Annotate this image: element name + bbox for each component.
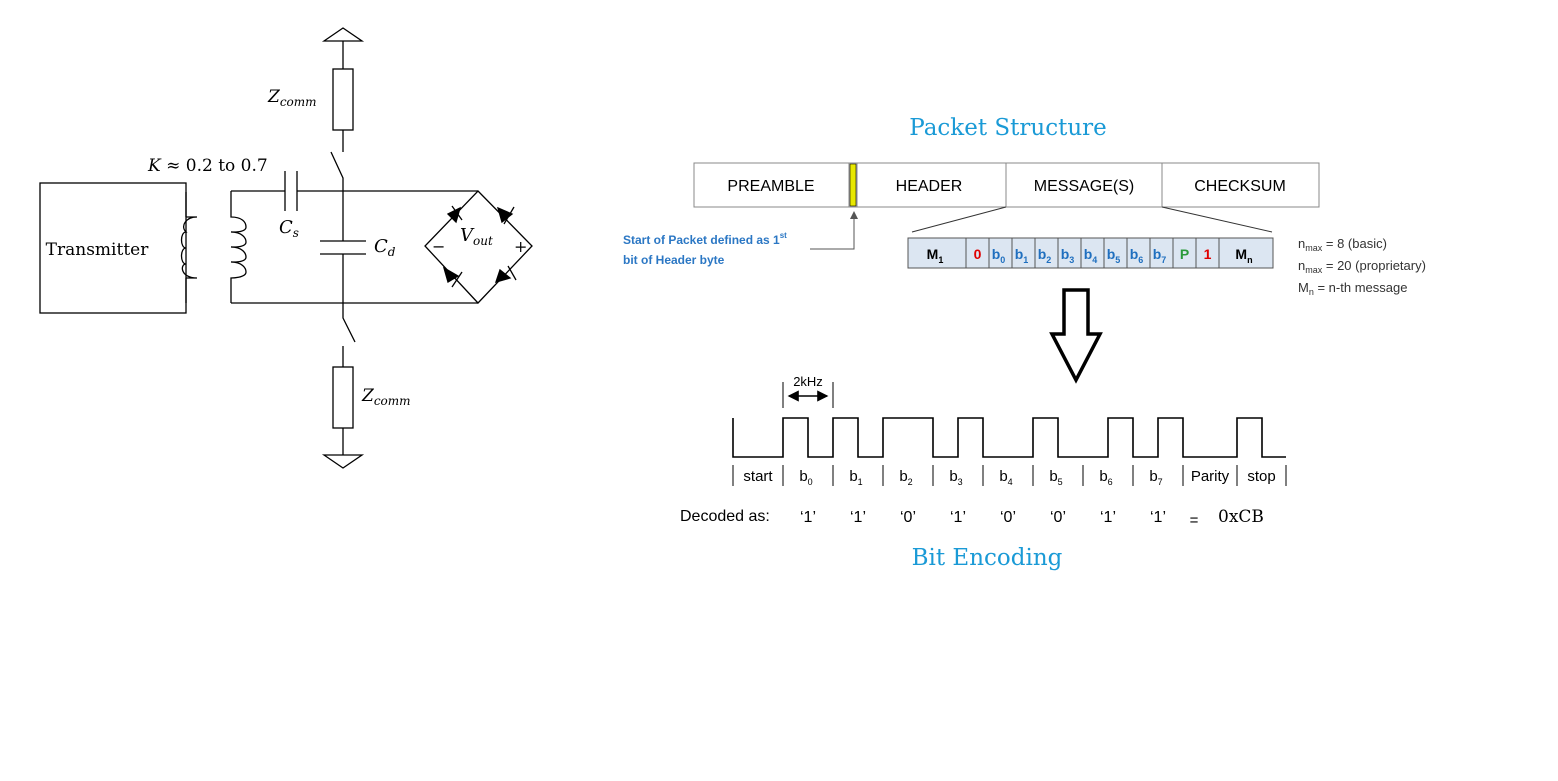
bit-label: b6 <box>1099 468 1112 487</box>
diode <box>442 266 463 288</box>
decoded-bit: ‘1’ <box>1100 509 1116 526</box>
decoded-row: ‘1’ ‘1’ ‘0’ ‘1’ ‘0’ ‘0’ ‘1’ ‘1’ <box>800 509 1166 526</box>
packet-note: nmax = 20 (proprietary) <box>1298 258 1426 275</box>
message-cell <box>907 237 967 269</box>
decoded-bit: ‘0’ <box>900 509 916 526</box>
secondary-coil <box>230 191 247 303</box>
cd-label: Cd <box>374 236 396 259</box>
coupling-label: K ≈ 0.2 to 0.7 <box>147 156 268 176</box>
bit-label: b2 <box>899 468 912 487</box>
bit-label: start <box>743 468 773 485</box>
freq-label: 2kHz <box>793 374 823 389</box>
message-cell-label: b0 <box>992 246 1006 265</box>
plus-label: + <box>514 237 527 256</box>
start-pointer <box>810 211 858 250</box>
zcomm-label-top: Zcomm <box>267 87 317 109</box>
field-messages: MESSAGE(S) <box>1034 178 1134 195</box>
bit-waveform <box>732 417 1286 458</box>
vout-label: Vout <box>460 225 493 248</box>
decoded-bit: ‘0’ <box>1050 509 1066 526</box>
ground-bottom <box>321 454 365 469</box>
circuit <box>39 27 533 469</box>
minus-label: − <box>432 237 445 256</box>
decoded-bit: ‘1’ <box>850 509 866 526</box>
resistor-zcomm-bottom <box>332 366 354 429</box>
message-cell-label: M1 <box>927 246 944 265</box>
switch-top <box>330 151 344 191</box>
message-cell-label: b1 <box>1015 246 1029 265</box>
packet-notes: nmax = 8 (basic) nmax = 20 (proprietary) M… <box>1298 236 1426 297</box>
message-cell-label: b7 <box>1153 246 1167 265</box>
down-arrow-icon <box>1049 288 1103 384</box>
message-cell-label: Mn <box>1235 246 1252 265</box>
message-cell-label: 1 <box>1204 246 1212 262</box>
decoded-bit: ‘1’ <box>1150 509 1166 526</box>
packet-title: Packet Structure <box>909 115 1107 141</box>
bit-label: stop <box>1247 468 1275 485</box>
bit-label: b0 <box>799 468 812 487</box>
ground-top <box>321 27 365 42</box>
zcomm-label-bottom: Zcomm <box>361 386 411 408</box>
message-cell-label: b2 <box>1038 246 1052 265</box>
message-cell-label: b6 <box>1130 246 1144 265</box>
bit-labels: start b0 b1 b2 b3 b4 b5 b6 b7 Parity stop <box>732 465 1287 487</box>
encoding-title: Bit Encoding <box>912 545 1063 571</box>
diode <box>494 265 517 283</box>
message-cell-label: b5 <box>1107 246 1121 265</box>
decoded-bit: ‘1’ <box>800 509 816 526</box>
decoded-bit: ‘0’ <box>1000 509 1016 526</box>
bit-label: b5 <box>1049 468 1062 487</box>
message-cell-label: b3 <box>1061 246 1075 265</box>
equals-sign: = <box>1190 512 1199 529</box>
start-note-line1: Start of Packet defined as 1st <box>623 231 787 247</box>
packet-bar <box>693 162 1320 208</box>
resistor-zcomm-top <box>332 68 354 131</box>
field-preamble: PREAMBLE <box>727 178 814 195</box>
expansion-line <box>911 206 1273 233</box>
primary-coil <box>180 216 198 279</box>
rectifier-bridge <box>424 190 533 304</box>
message-cell-label: P <box>1180 246 1189 262</box>
bit-label: Parity <box>1191 468 1230 485</box>
packet-note: Mn = n-th message <box>1298 280 1407 297</box>
field-header: HEADER <box>896 178 963 195</box>
packet-note: nmax = 8 (basic) <box>1298 236 1387 253</box>
diode <box>446 205 463 224</box>
message-cell-label: 0 <box>974 246 982 262</box>
message-cell <box>1218 237 1274 269</box>
bit-label: b1 <box>849 468 862 487</box>
decoded-result: 0xCB <box>1218 507 1264 527</box>
switch-bottom <box>342 303 356 343</box>
waveform <box>732 417 1286 458</box>
decoded-label: Decoded as: <box>680 508 770 525</box>
transmitter-label: Transmitter <box>46 240 150 260</box>
bit-label: b7 <box>1149 468 1162 487</box>
decoded-bit: ‘1’ <box>950 509 966 526</box>
message-cell-label: b4 <box>1084 246 1098 265</box>
bit-label: b4 <box>999 468 1012 487</box>
start-marker <box>849 163 857 207</box>
cs-label: Cs <box>279 217 299 240</box>
diode <box>496 206 515 225</box>
start-note-line2: bit of Header byte <box>623 253 725 267</box>
bit-label: b3 <box>949 468 962 487</box>
field-checksum: CHECKSUM <box>1194 178 1286 195</box>
